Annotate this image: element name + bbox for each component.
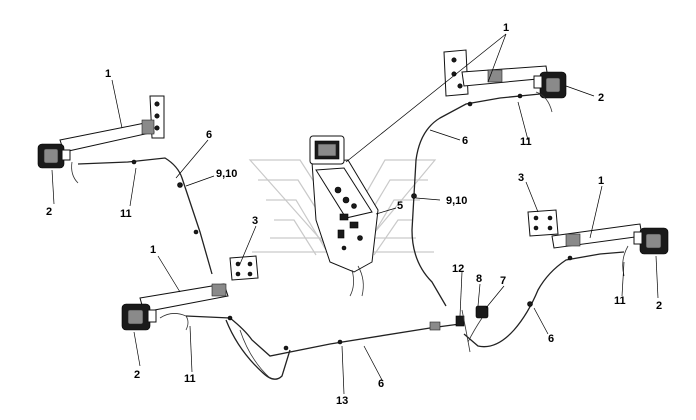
harness-6-top-left [77,157,213,275]
callout-3-right: 3 [518,172,524,184]
callout-2-top-right: 2 [598,92,604,104]
lamp-bottom-left [121,303,157,331]
work-light-assembly-top-right [443,49,567,113]
callout-1-top-right: 1 [503,22,509,34]
callout-11-top-left: 11 [120,208,132,220]
leader-lines [51,33,659,395]
callout-3-left: 3 [252,215,258,227]
work-light-assembly-top-left [37,95,165,184]
callout-13: 13 [336,395,348,407]
display-monitor [309,135,345,165]
callout-11-top-right: 11 [520,136,532,148]
callout-1-bottom-left: 1 [150,244,156,256]
harness-6-bottom [185,315,461,357]
lamp-top-right [533,71,567,99]
control-console [309,135,379,297]
bracket-plate-right [527,209,559,237]
lamp-right [633,227,669,255]
lamp-top-left [37,143,71,169]
callout-7: 7 [500,275,506,287]
callout-2-bottom-left: 2 [134,369,140,381]
callout-9-10-right: 9,10 [446,195,467,207]
bracket-plate-bottom-left [229,255,259,281]
callout-9-10-left: 9,10 [216,168,237,180]
callout-6-right: 6 [548,333,554,345]
junction-connectors [429,305,489,353]
callout-6-top-right: 6 [462,135,468,147]
callout-6-bottom: 6 [378,378,384,390]
work-light-assembly-bottom-left [121,255,259,331]
callout-11-bottom-left: 11 [184,373,196,385]
callout-5: 5 [397,200,403,212]
work-light-assembly-right [527,209,669,277]
light-arm-right [551,223,643,249]
callout-labels: 1 1 1 1 2 2 2 2 3 3 5 6 6 6 6 7 8 9,10 9… [46,22,662,407]
harness-6-right [463,251,625,348]
callout-12: 12 [452,263,464,275]
callout-1-top-left: 1 [105,68,111,80]
callout-6-top-left: 6 [206,129,212,141]
callout-11-right: 11 [614,295,626,307]
light-arm-top-left [59,121,155,153]
harness-6-top-right [411,93,541,307]
callout-2-right: 2 [656,300,662,312]
callout-2-top-left: 2 [46,206,52,218]
callout-8: 8 [476,273,482,285]
callout-1-right: 1 [598,175,604,187]
